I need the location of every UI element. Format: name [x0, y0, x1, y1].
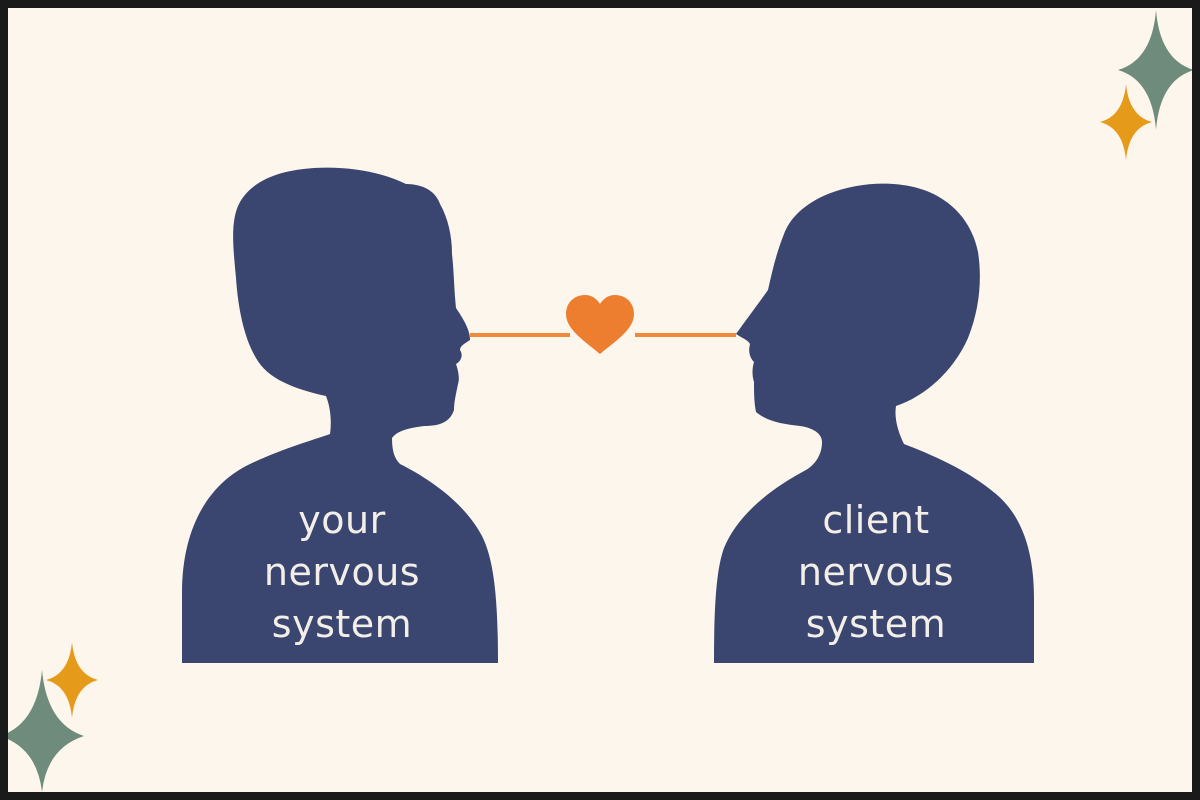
label-line: nervous	[263, 550, 421, 594]
label-line: your	[298, 498, 386, 542]
label-line: system	[805, 602, 947, 646]
illustration-svg	[8, 10, 1192, 792]
label-line: nervous	[797, 550, 955, 594]
label-line: system	[271, 602, 413, 646]
your-nervous-system-label: your nervous system	[212, 494, 472, 650]
heart-icon	[566, 295, 634, 354]
right-person-silhouette	[714, 183, 1034, 663]
label-line: client	[822, 498, 930, 542]
sparkle-green-bottom-left-icon	[8, 670, 84, 792]
left-person-silhouette	[182, 167, 498, 663]
illustration-canvas: your nervous system client nervous syste…	[8, 8, 1192, 792]
sparkle-green-top-right-icon	[1118, 10, 1192, 130]
sparkle-orange-bottom-left-icon	[46, 642, 98, 718]
sparkle-orange-top-right-icon	[1100, 84, 1152, 160]
client-nervous-system-label: client nervous system	[746, 494, 1006, 650]
